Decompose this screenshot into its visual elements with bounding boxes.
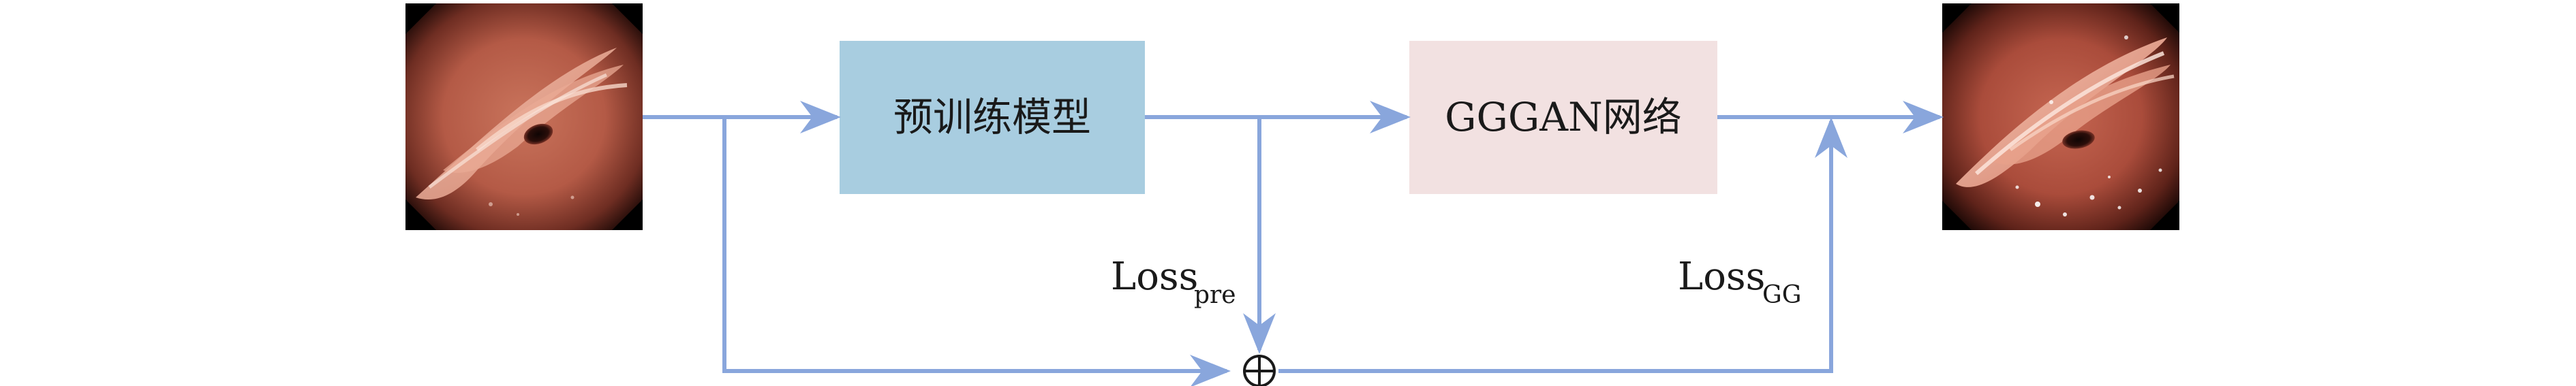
loss-gg-label: Loss GG	[1678, 255, 1802, 309]
loss-gg-main: Loss	[1678, 255, 1765, 299]
gggan-network-label: GGGAN网络	[1445, 94, 1682, 140]
loss-pre-main: Loss	[1111, 255, 1198, 299]
pretrained-model-label: 预训练模型	[893, 94, 1091, 140]
loss-pre-label: Loss pre	[1111, 255, 1236, 309]
loss-pre-subscript: pre	[1194, 281, 1236, 309]
sum-node	[1243, 355, 1276, 386]
loss-gg-subscript: GG	[1762, 281, 1802, 309]
input-endoscopy-image	[405, 3, 643, 230]
pretrained-model-box	[840, 41, 1145, 194]
output-endoscopy-image	[1942, 3, 2179, 230]
gggan-network-box	[1409, 41, 1717, 194]
